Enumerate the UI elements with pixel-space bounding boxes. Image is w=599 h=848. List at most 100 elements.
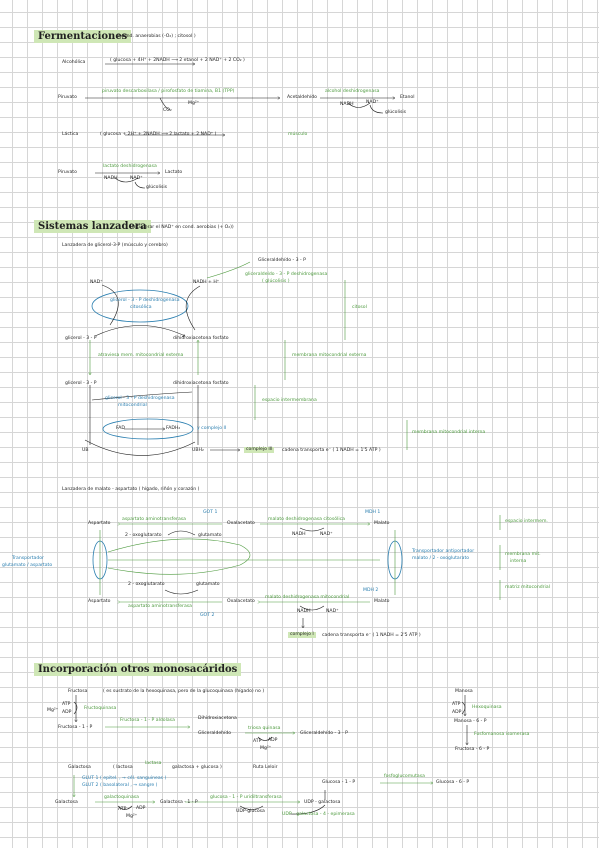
metabolite-acetaldehido: Acetaldehído (287, 95, 317, 100)
label-malato-shuttle: Lanzadera de malato - aspartato ( hígado… (62, 487, 200, 492)
complejo-1: complejo I (288, 632, 316, 638)
fad-label: FAD (116, 426, 125, 431)
ubh2-label: UBH₂ (192, 448, 204, 453)
note-atraviesa: atraviesa mem. mitocondrial externa (98, 353, 184, 358)
enzyme-fructoquinasa: Fructoquinasa (84, 706, 117, 711)
ub-label: UB (82, 448, 89, 453)
metabolite-glutamato-1: glutamato (198, 533, 222, 538)
metabolite-gliceraldehido: Gliceraldehído (198, 731, 232, 736)
section-title-lanzadera: Sistemas lanzadera (34, 220, 151, 233)
enzyme-fosfoglucomutasa: fosfoglucomutasa (384, 774, 425, 779)
lactica-musculo: músculo (288, 132, 308, 137)
enzyme-glicerol-deshidrogenasa-cit-2: citosólica (130, 305, 152, 310)
adp-2: ADP (268, 738, 278, 743)
enzyme-alcohol-deshidrogenasa: alcohol deshidrogenasa (325, 89, 380, 94)
glut-2: GLUT 2 (82, 783, 99, 788)
label-ruta-leloir: Ruta Leloir (253, 765, 278, 770)
metabolite-fructosa-1p: Fructosa - 1 - P (58, 725, 93, 730)
region-espacio-intermem: espacio intermem. (505, 519, 548, 524)
enzyme-g3p-glucolisis: ( glúcolisis ) (262, 279, 290, 284)
enzyme-piruvato-descarboxilasa: piruvato descarboxilasa / pirofosfato de… (102, 89, 235, 94)
metabolite-etanol: Etanol (400, 95, 415, 100)
atp-1: ATP (62, 702, 71, 707)
nad-m1: NAD⁺ (320, 532, 333, 537)
mg-3-2: Mg²⁺ (260, 746, 272, 751)
glucolisis-1: glúcolisis (385, 110, 407, 115)
complejo-3: complejo III (244, 447, 275, 453)
enzyme-glicerol-deshidrogenasa-mit: glicerol - 3 - P deshidrogenasa (105, 396, 175, 401)
section-title-fermentaciones: Fermentaciones (34, 30, 132, 43)
equation-alcoholica: ( glucosa + 4H⁺ + 2NADH ⟶ 2 etanol + 2 N… (110, 58, 245, 63)
got-1: GOT 1 (203, 510, 218, 515)
metabolite-glicerol-3p-1: glicerol - 3 - P (65, 336, 97, 341)
metabolite-galactosa-1p: Galactosa - 1 - P (160, 800, 198, 805)
metabolite-piruvato-1: Piruvato (58, 95, 77, 100)
metabolite-piruvato-2: Piruvato (58, 170, 77, 175)
section-title-monosacaridos: Incorporación otros monosacáridos (34, 663, 242, 676)
cadena-transporte-2: cadena transporta e⁻ ( 1 NADH = 2'5 ATP … (322, 633, 421, 638)
adp-1: ADP (62, 710, 72, 715)
enzyme-triosa-quinasa: triosa quinasa (248, 726, 281, 731)
enzyme-uridiltransferasa: glucosa - 1 - P uridiltransferasa (210, 795, 282, 800)
label-lactica: Láctica (62, 132, 79, 137)
note-fructosa: ( es sustrato de la hexoquinasa, pero de… (103, 689, 265, 694)
note-galactosa-2: galactosa + glucosa ) (172, 765, 222, 770)
metabolite-manosa-6p: Manosa - 6 - P (454, 719, 487, 724)
enzyme-g3p-deshidrogenasa: gliceraldeído - 3 - P deshidrogenasa (245, 272, 328, 277)
nad-m2: NAD⁺ (326, 609, 339, 614)
region-intermembrana: espacio intermembrana (262, 398, 317, 403)
mdh-1: MDH 1 (365, 510, 381, 515)
region-membrana-mit-interna: membrana mit. (505, 552, 541, 557)
enzyme-glicerol-deshidrogenasa-cit: glicerol - 3 - P deshidrogenasa (110, 298, 180, 303)
nadh-m2: NADH (297, 609, 311, 614)
metabolite-glucosa-1p: Glucosa - 1 - P (322, 780, 356, 785)
metabolite-fructosa-6p: Fructosa - 6 - P (455, 747, 490, 752)
atp-3: ATP (452, 702, 461, 707)
label-fructosa: Fructosa (68, 689, 88, 694)
co2-label: CO₂ (163, 108, 172, 113)
adp-3: ADP (452, 710, 462, 715)
enzyme-aat-2: aspartato aminotransferasa (128, 604, 192, 609)
region-membrana-interna: membrana mitocondrial interna (412, 430, 486, 435)
mg-label: Mg²⁺ (188, 101, 200, 106)
mg-3-4: Mg²⁺ (126, 814, 138, 819)
note-fermentaciones: ( cond. anaerobias (-O₂) ; citosol ) (118, 34, 196, 39)
region-membrana-mit-interna-2: interna (510, 559, 527, 564)
metabolite-glicerol-3p-2: glicerol - 3 - P (65, 381, 97, 386)
mdh-2: MDH 2 (363, 588, 379, 593)
metabolite-lactato: Lactato (165, 170, 183, 175)
mg-3-1: Mg²⁺ (47, 708, 59, 713)
label-galactosa: Galactosa (68, 765, 91, 770)
enzyme-galactoquinasa: galactoquinasa (104, 795, 139, 800)
metabolite-gliceraldehido-3p-b: Gliceraldehído - 3 - P (300, 731, 348, 736)
got-2: GOT 2 (200, 613, 215, 618)
glucolisis-2: glúcolisis (146, 185, 168, 190)
complejo-2: y complejo II (197, 426, 227, 431)
transportador-antiportador: Transportador antiportador (412, 549, 475, 554)
cadena-transporte-1: cadena transporta e⁻ ( 1 NADH = 1'5 ATP … (282, 448, 381, 453)
region-citosol: citosol (352, 305, 367, 310)
enzyme-lactato-deshidrogenasa: lactato deshidrogenasa (103, 164, 157, 169)
metabolite-dihidroxiacetona: Dihidroxiacetona (198, 716, 237, 721)
metabolite-galactosa: Galactosa (55, 800, 78, 805)
enzyme-epimerasa: UDP - galactosa - 4 - epimerasa (282, 812, 355, 817)
glut-2-note: ( basolateral , → sangre ) (100, 783, 158, 788)
enzyme-mdh-citosolica: malato deshidrogenasa citosólica (268, 517, 345, 522)
nad-1: NAD⁺ (366, 100, 379, 105)
metabolite-oxoglutarato-1: 2 - oxoglutarato (125, 533, 162, 538)
region-membrana-externa: membrana mitocondrial externa (292, 353, 367, 358)
fadh2-label: FADH₂ (166, 426, 181, 431)
metabolite-oxalacetato-2: Oxalacetato (227, 599, 255, 604)
label-g3p-shuttle: Lanzadera de glicerol-3-P (músculo y cer… (62, 243, 168, 248)
region-matriz: matriz mitocondrial (505, 585, 550, 590)
label-alcoholica: Alcohólica (62, 60, 86, 65)
enzyme-hexoquinasa: Hexoquinasa (472, 705, 502, 710)
metabolite-dhap-2: dihidroxiacetona fosfato (173, 381, 229, 386)
enzyme-lactasa: lactasa (145, 761, 162, 766)
glut-1-note: ( epitel. , → cél. sanguineas ) (100, 776, 167, 781)
metabolite-aspartato-2: Aspartato (88, 599, 111, 604)
metabolite-udp-galactosa: UDP - galactosa (304, 800, 341, 805)
glut-1: GLUT 1 (82, 776, 99, 781)
atp-4: ATP (118, 807, 127, 812)
metabolite-gliceraldehido-3p: Gliceraldehído - 3 - P (258, 258, 306, 263)
